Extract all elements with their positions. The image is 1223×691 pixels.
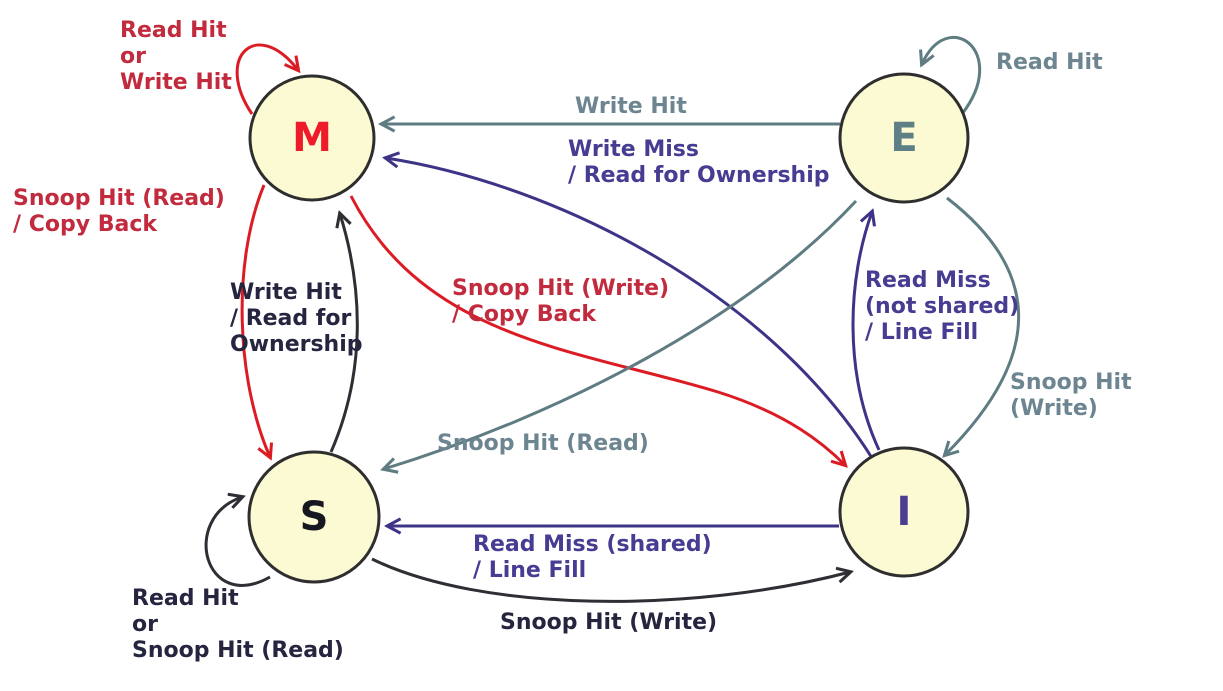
edge-label-e-to-i: Snoop Hit (Write)	[1010, 370, 1132, 421]
edge-e-to-i	[945, 196, 1021, 455]
edge-label-s-self: Read Hit or Snoop Hit (Read)	[132, 586, 344, 663]
state-node-e	[838, 72, 970, 204]
edge-i-to-e	[851, 212, 881, 451]
edge-s-to-m	[329, 214, 359, 453]
edge-label-e-to-s: Snoop Hit (Read)	[437, 431, 649, 456]
edge-i-to-m	[386, 158, 874, 459]
edge-label-i-to-e: Read Miss (not shared) / Line Fill	[865, 268, 1020, 345]
edge-m-self-loop	[235, 43, 298, 115]
edge-m-to-i	[349, 195, 845, 465]
state-node-m	[248, 74, 376, 202]
edge-s-self-loop	[204, 497, 271, 587]
edge-label-i-to-s: Read Miss (shared) / Line Fill	[473, 532, 712, 583]
state-node-i	[838, 446, 970, 578]
edge-label-e-self: Read Hit	[996, 50, 1103, 75]
edge-e-self-loop	[922, 35, 982, 115]
edge-label-m-to-i: Snoop Hit (Write) / Copy Back	[452, 276, 670, 327]
edge-label-i-to-m: Write Miss / Read for Ownership	[568, 137, 830, 188]
state-label-m: M	[292, 115, 332, 162]
edge-label-s-to-i: Snoop Hit (Write)	[500, 610, 718, 635]
state-label-e: E	[890, 115, 918, 162]
state-label-s: S	[299, 494, 329, 541]
state-node-s	[247, 450, 381, 584]
edge-label-e-to-m: Write Hit	[575, 94, 687, 119]
edge-label-s-to-m: Write Hit / Read for Ownership	[230, 280, 363, 357]
state-label-i: I	[896, 489, 912, 536]
edge-s-to-i	[371, 557, 850, 603]
edge-e-to-s	[384, 199, 858, 469]
edge-label-m-self: Read Hit or Write Hit	[120, 18, 232, 95]
edge-label-m-to-s: Snoop Hit (Read) / Copy Back	[13, 186, 225, 237]
edge-m-to-s	[240, 184, 270, 457]
